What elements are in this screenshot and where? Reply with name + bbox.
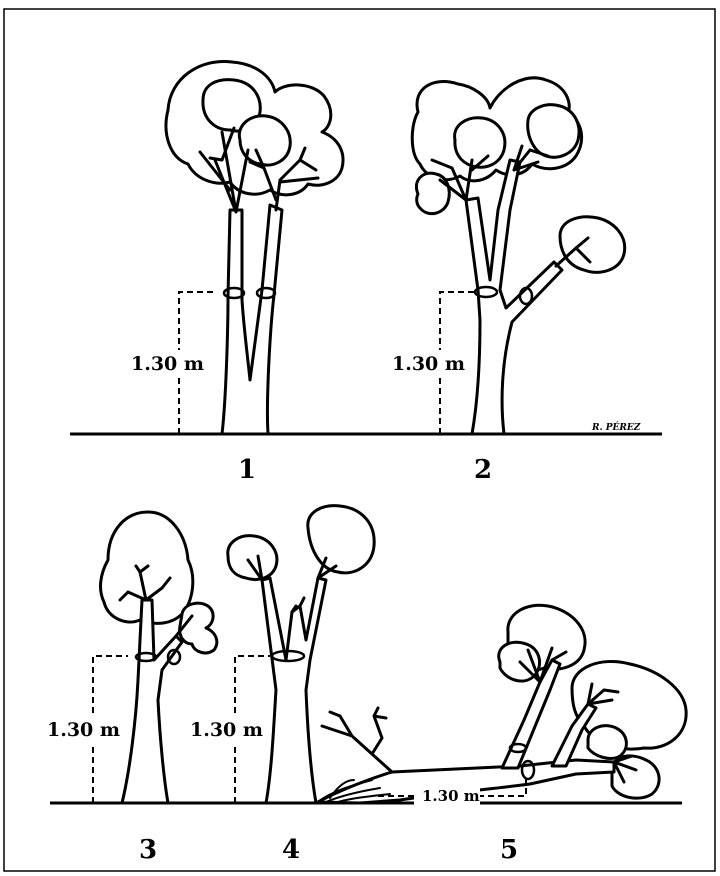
- tree-5: 1.30 m: [318, 605, 686, 806]
- tree-2: 1.30 m: [390, 78, 625, 434]
- panel-number-5: 5: [500, 835, 518, 865]
- panel-number-4: 4: [282, 835, 300, 865]
- tree-4: 1.30 m: [188, 506, 374, 803]
- height-label-1: 1.30 m: [131, 353, 204, 375]
- height-label-2: 1.30 m: [392, 353, 465, 375]
- panel-number-1: 1: [238, 455, 256, 485]
- tree-3: 1.30 m: [46, 512, 217, 803]
- height-label-5: 1.30 m: [422, 787, 480, 805]
- height-label-3: 1.30 m: [47, 719, 120, 741]
- panel-number-2: 2: [474, 455, 492, 485]
- artist-signature: R. PÉREZ: [591, 421, 641, 433]
- height-label-4: 1.30 m: [190, 719, 263, 741]
- panel-number-3: 3: [139, 835, 157, 865]
- tree-1: 1.30 m: [130, 61, 343, 434]
